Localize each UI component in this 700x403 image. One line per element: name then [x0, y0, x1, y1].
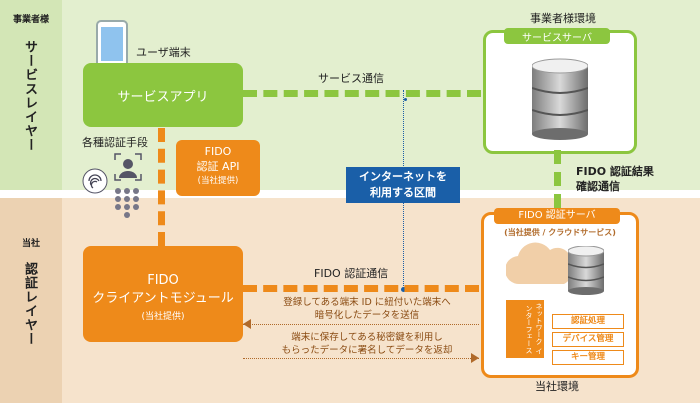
network-interface-box: ネットワーク インターフェース	[506, 300, 544, 358]
keypad-icon	[115, 188, 139, 218]
function-device-management: デバイス管理	[552, 332, 624, 347]
function-key-management: キー管理	[552, 350, 624, 365]
fingerprint-icon	[82, 168, 108, 194]
face-recognition-icon	[114, 153, 142, 181]
database-icon	[532, 58, 588, 140]
arrow-left-icon	[243, 319, 251, 329]
auth-layer-title: 認証レイヤー	[22, 262, 37, 346]
fido-comm-line	[243, 285, 479, 292]
fido-api-line1: FIDO	[204, 145, 232, 158]
service-layer-title: サービスレイヤー	[22, 40, 37, 152]
fido-api-line3: (当社提供)	[197, 176, 239, 186]
fido-client-line2: クライアントモジュール	[92, 291, 234, 306]
fido-api-box: FIDO 認証 API (当社提供)	[176, 140, 260, 196]
fido-result-line1: FIDO 認証結果	[576, 165, 654, 178]
service-layer-owner: 事業者様	[12, 15, 49, 25]
internet-box-line2: 利用する区間	[370, 186, 436, 199]
arrow-right-icon	[471, 353, 479, 363]
fido-client-line3: (当社提供)	[141, 312, 185, 322]
boundary-dot-top	[404, 98, 407, 101]
fido-server-title: FIDO 認証サーバ	[494, 208, 620, 224]
fido-server-sub: (当社提供 / クラウドサービス)	[504, 228, 616, 237]
message-divider-2	[243, 358, 479, 359]
fido-client-line1: FIDO	[147, 273, 179, 288]
fido-result-line	[554, 150, 561, 208]
message-send-line2: 暗号化したデータを送信	[314, 310, 420, 321]
message-return-line2: もらったデータに署名してデータを返却	[281, 345, 453, 356]
cloud-icon	[506, 242, 572, 285]
fido-client-box: FIDO クライアントモジュール (当社提供)	[83, 246, 243, 342]
fido-result-label: FIDO 認証結果 確認通信	[576, 164, 654, 194]
message-send-line1: 登録してある端末 ID に紐付いた端末へ	[283, 297, 451, 308]
service-comm-label: サービス通信	[318, 72, 384, 85]
fido-api-line2: 認証 API	[196, 160, 240, 173]
auth-layer-owner: 当社	[21, 239, 40, 249]
message-return: 端末に保存してある秘密鍵を利用し もらったデータに署名してデータを返却	[262, 331, 472, 357]
server-function-list: 認証処理 デバイス管理 キー管理	[552, 314, 624, 365]
auth-layer-sidebar	[0, 198, 62, 403]
internet-box-line1: インターネットを	[359, 170, 447, 183]
service-layer-sidebar	[0, 0, 62, 190]
service-server-title: サービスサーバ	[504, 28, 610, 44]
user-device-label: ユーザ端末	[136, 46, 191, 59]
operator-env-label: 事業者様環境	[530, 12, 596, 25]
message-divider	[243, 324, 479, 325]
internet-section-box: インターネットを 利用する区間	[346, 167, 460, 203]
message-send: 登録してある端末 ID に紐付いた端末へ 暗号化したデータを送信	[262, 296, 472, 322]
service-comm-line	[243, 90, 481, 97]
auth-database-icon	[568, 246, 604, 295]
fido-comm-label: FIDO 認証通信	[314, 267, 389, 280]
fido-result-line2: 確認通信	[576, 180, 620, 193]
message-return-line1: 端末に保存してある秘密鍵を利用し	[291, 332, 443, 343]
function-auth-processing: 認証処理	[552, 314, 624, 329]
auth-methods-label: 各種認証手段	[82, 136, 148, 149]
service-app-box: サービスアプリ	[83, 63, 243, 127]
company-env-label: 当社環境	[535, 380, 579, 393]
app-client-link	[158, 128, 165, 246]
